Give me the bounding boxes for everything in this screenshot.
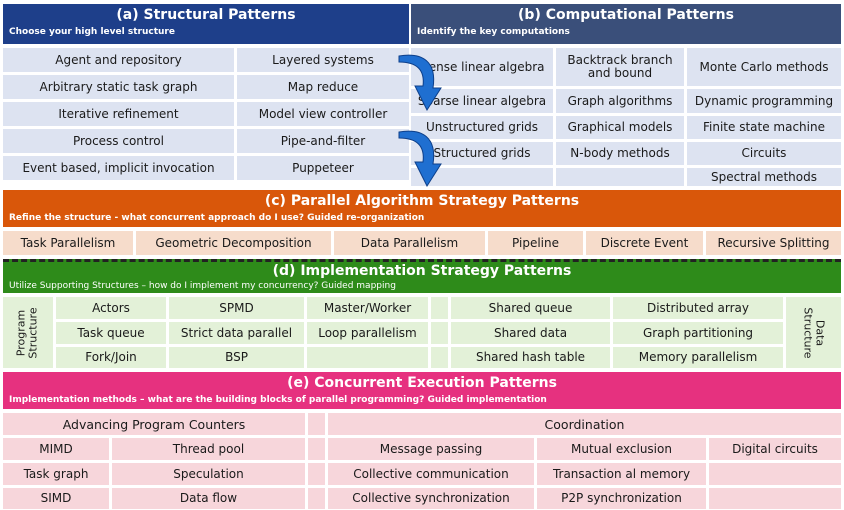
parallel-cell: Discrete Event (586, 231, 703, 255)
parallel-cell: Geometric Decomposition (136, 231, 331, 255)
structural-cell: Puppeteer (237, 156, 409, 180)
implementation-cell: Master/Worker (307, 297, 428, 319)
concurrent-cell: Collective synchronization (328, 488, 534, 509)
parallel-cell: Data Parallelism (334, 231, 485, 255)
concurrent-spacer (308, 463, 325, 485)
advancing-header: Advancing Program Counters (3, 413, 305, 435)
computational-cell: Structured grids (411, 142, 553, 165)
concurrent-cell (709, 488, 841, 509)
concurrent-cell: Data flow (112, 488, 305, 509)
concurrent-cell: Task graph (3, 463, 109, 485)
computational-cell: Finite state machine (687, 116, 841, 139)
parallel-title: (c) Parallel Algorithm Strategy Patterns (264, 193, 580, 209)
implementation-spacer (431, 322, 448, 344)
computational-cell: Backtrack branch and bound (556, 48, 684, 86)
implementation-subtitle: Utilize Supporting Structures – how do I… (9, 281, 396, 291)
computational-cell: Monte Carlo methods (687, 48, 841, 86)
coordination-header: Coordination (328, 413, 841, 435)
structural-header: (a) Structural Patterns Choose your high… (3, 4, 409, 44)
concurrent-cell: P2P synchronization (537, 488, 706, 509)
structural-cell: Agent and repository (3, 48, 234, 72)
structural-cell: Model view controller (237, 102, 409, 126)
implementation-title: (d) Implementation Strategy Patterns (272, 263, 572, 279)
implementation-spacer (431, 347, 448, 368)
structural-cell: Pipe-and-filter (237, 129, 409, 153)
concurrent-spacer (308, 413, 325, 435)
implementation-cell (307, 347, 428, 368)
implementation-cell: BSP (169, 347, 304, 368)
curved-arrow-icon (398, 54, 442, 112)
structural-title: (a) Structural Patterns (116, 7, 296, 23)
computational-cell-empty (556, 168, 684, 186)
structural-cell: Arbitrary static task graph (3, 75, 234, 99)
implementation-cell: Distributed array (613, 297, 783, 319)
implementation-cell: Shared queue (451, 297, 610, 319)
computational-cell: Spectral methods (687, 168, 841, 186)
parallel-subtitle: Refine the structure - what concurrent a… (9, 213, 425, 223)
concurrent-cell: Mutual exclusion (537, 438, 706, 460)
implementation-spacer (431, 297, 448, 319)
implementation-cell: SPMD (169, 297, 304, 319)
program-structure-label: Program Structure (3, 297, 53, 368)
computational-cell: Circuits (687, 142, 841, 165)
computational-cell: N-body methods (556, 142, 684, 165)
structural-cell: Layered systems (237, 48, 409, 72)
parallel-cell: Task Parallelism (3, 231, 133, 255)
parallel-cell: Recursive Splitting (706, 231, 841, 255)
implementation-cell: Memory parallelism (613, 347, 783, 368)
concurrent-cell: Speculation (112, 463, 305, 485)
computational-cell: Sparse linear algebra (411, 89, 553, 113)
structural-cell: Event based, implicit invocation (3, 156, 234, 180)
implementation-cell: Task queue (56, 322, 166, 344)
structural-cell: Process control (3, 129, 234, 153)
implementation-cell: Shared hash table (451, 347, 610, 368)
structural-subtitle: Choose your high level structure (9, 27, 175, 37)
structural-cell: Iterative refinement (3, 102, 234, 126)
computational-cell: Dynamic programming (687, 89, 841, 113)
concurrent-cell: Thread pool (112, 438, 305, 460)
parallel-header: (c) Parallel Algorithm Strategy Patterns… (3, 190, 841, 227)
concurrent-spacer (308, 488, 325, 509)
implementation-cell: Fork/Join (56, 347, 166, 368)
concurrent-cell: Transaction al memory (537, 463, 706, 485)
data-structure-label: Data Structure (786, 297, 841, 368)
computational-cell: Graphical models (556, 116, 684, 139)
computational-cell: Graph algorithms (556, 89, 684, 113)
concurrent-cell: Collective communication (328, 463, 534, 485)
concurrent-cell: SIMD (3, 488, 109, 509)
curved-arrow-icon (398, 130, 442, 188)
concurrent-cell: Digital circuits (709, 438, 841, 460)
structural-cell: Map reduce (237, 75, 409, 99)
concurrent-cell (709, 463, 841, 485)
computational-cell: Dense linear algebra (411, 48, 553, 86)
concurrent-spacer (308, 438, 325, 460)
concurrent-cell: MIMD (3, 438, 109, 460)
concurrent-subtitle: Implementation methods – what are the bu… (9, 395, 547, 405)
implementation-header: (d) Implementation Strategy Patterns Uti… (3, 259, 841, 293)
parallel-cell: Pipeline (488, 231, 583, 255)
implementation-cell: Strict data parallel (169, 322, 304, 344)
computational-header: (b) Computational Patterns Identify the … (411, 4, 841, 44)
implementation-cell: Graph partitioning (613, 322, 783, 344)
computational-subtitle: Identify the key computations (417, 27, 570, 37)
concurrent-title: (e) Concurrent Execution Patterns (287, 375, 557, 391)
computational-title: (b) Computational Patterns (518, 7, 734, 23)
concurrent-cell: Message passing (328, 438, 534, 460)
implementation-cell: Loop parallelism (307, 322, 428, 344)
implementation-cell: Shared data (451, 322, 610, 344)
concurrent-header: (e) Concurrent Execution Patterns Implem… (3, 372, 841, 409)
implementation-cell: Actors (56, 297, 166, 319)
computational-cell-empty (411, 168, 553, 186)
computational-cell: Unstructured grids (411, 116, 553, 139)
